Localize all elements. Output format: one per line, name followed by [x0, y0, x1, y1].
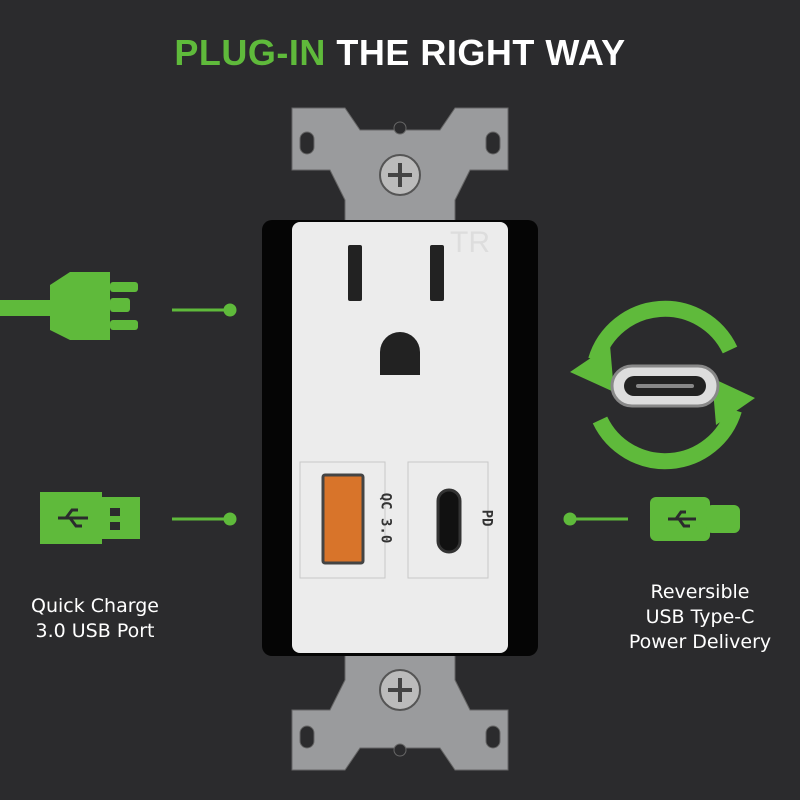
caption-line: Quick Charge	[31, 595, 159, 617]
caption-usb-c: Reversible USB Type-C Power Delivery	[610, 580, 790, 655]
headline: PLUG-IN THE RIGHT WAY	[0, 32, 800, 74]
ground-hole	[380, 332, 420, 375]
ac-plug-icon	[0, 272, 138, 340]
usb-a-port-frame	[299, 461, 386, 579]
caption-line: 3.0 USB Port	[35, 620, 155, 642]
usb-c-plug-icon	[610, 364, 720, 408]
usb-c-port-frame	[407, 461, 489, 579]
usb-a-port	[321, 473, 365, 565]
caption-line: Power Delivery	[628, 631, 772, 653]
screw-icon	[379, 154, 421, 711]
headline-rest: THE RIGHT WAY	[336, 32, 626, 73]
caption-quick-charge: Quick Charge 3.0 USB Port	[0, 594, 190, 644]
tamper-resistant-mark: TR	[450, 226, 490, 259]
caption-line: Reversible	[650, 581, 750, 603]
caption-line: USB Type-C	[645, 606, 755, 628]
usb-c-port	[436, 488, 462, 554]
connector-line	[172, 303, 628, 526]
outlet-slots	[348, 245, 444, 375]
usb-a-plug-icon	[40, 492, 140, 544]
outlet-face	[292, 222, 508, 653]
headline-highlight: PLUG-IN	[174, 32, 326, 73]
usb-c-port-icon	[650, 497, 740, 541]
usb-a-label: QC 3.0	[377, 492, 394, 544]
usb-c-label: PD	[478, 509, 495, 527]
reversible-arrows-icon	[588, 300, 742, 470]
